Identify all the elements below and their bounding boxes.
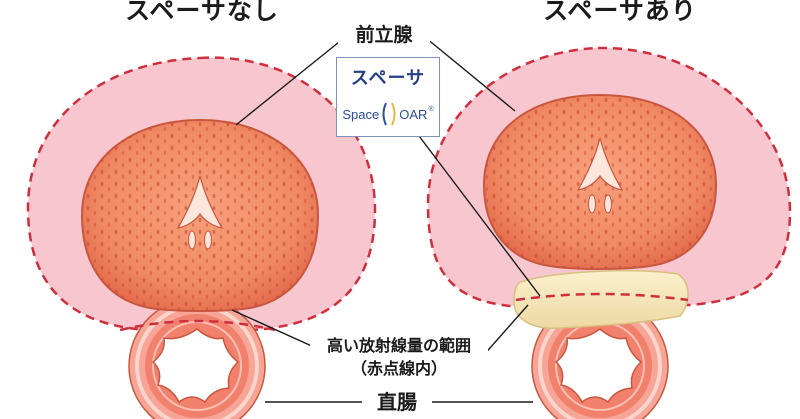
heading-with-spacer: スペーサあり: [543, 0, 697, 25]
right-prostate: [482, 93, 718, 270]
prostate-label: 前立腺: [338, 22, 430, 48]
right-rectum-lumen: [554, 328, 643, 404]
spacer-gel: [513, 269, 689, 329]
parentheses-logo-icon: [382, 102, 396, 126]
brand-text-oar: OAR: [399, 106, 428, 122]
left-prostate: [80, 118, 320, 312]
right-rectum: [531, 297, 669, 419]
spacer-callout-box: スペーサ Space OAR ®: [336, 57, 440, 137]
leader-prostate-left: [235, 37, 345, 126]
high-dose-range-line2: （赤点線内）: [350, 359, 447, 378]
left-rectum: [128, 297, 266, 419]
brand-text-space: Space: [342, 106, 380, 122]
left-rectum-lumen: [151, 328, 240, 404]
left-panel: [26, 56, 377, 419]
leader-prostate-right: [425, 37, 516, 112]
right-panel: [426, 46, 792, 419]
spaceoar-logo: Space OAR ®: [337, 100, 439, 128]
spacer-title: スペーサ: [350, 68, 426, 89]
right-urethra: [576, 137, 624, 191]
leader-lines: [231, 37, 541, 403]
rectum-label: 直腸: [362, 388, 432, 416]
brand-trademark: ®: [428, 106, 434, 113]
leader-range-right: [481, 304, 529, 358]
leader-range-left: [231, 309, 326, 353]
leader-spacer: [412, 127, 541, 297]
heading-without-spacer: スペーサなし: [125, 0, 279, 25]
high-dose-range-label: 高い放射線量の範囲 （赤点線内）: [310, 334, 488, 382]
left-urethra: [176, 175, 224, 229]
high-dose-range-line1: 高い放射線量の範囲: [326, 336, 471, 355]
